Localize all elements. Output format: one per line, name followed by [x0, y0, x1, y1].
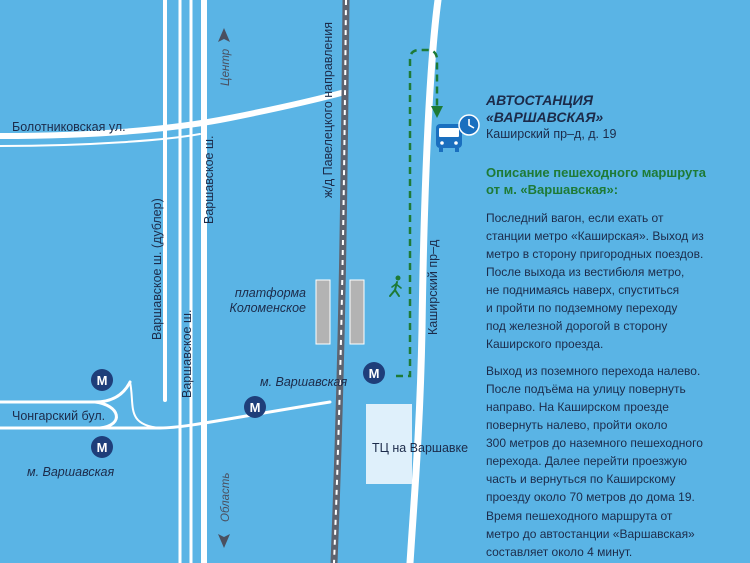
route-text-line: и пройти по подземному переходу: [486, 301, 677, 315]
route-text-line: Каширского проезда.: [486, 337, 603, 351]
label-varshavskoe-lower: Варшавское ш.: [180, 310, 194, 398]
route-text-line: под железной дорогой в сторону: [486, 319, 667, 333]
platform-kolomenskoe: [315, 279, 365, 345]
direction-region-label: Область: [220, 473, 232, 522]
bus-icon: [436, 124, 462, 152]
label-platform-line2: Коломенское: [229, 301, 306, 315]
route-text-line: метро до автостанции «Варшавская»: [486, 527, 695, 541]
roads: [0, 0, 442, 563]
route-text-line: Выход из поземного перехода налево.: [486, 364, 700, 378]
metro-icon: М: [91, 436, 113, 458]
label-varshavskoe-upper: Варшавское ш.: [202, 136, 216, 224]
arrow-down-icon: [218, 534, 230, 548]
arrow-down-icon: [431, 106, 443, 118]
route-heading-line2: от м. «Варшавская»:: [486, 182, 618, 197]
road-chongarsky-loop-2: [129, 381, 161, 429]
route-paragraph-3: Время пешеходного маршрута от метро до а…: [486, 509, 695, 559]
label-varshavskoe-dubler: Варшавское ш. (дублер): [150, 198, 164, 340]
road-chongarsky-2: [0, 400, 332, 430]
route-text-line: Последний вагон, если ехать от: [486, 211, 664, 225]
road-kashirsky: [406, 0, 442, 563]
label-mall: ТЦ на Варшавке: [372, 441, 468, 455]
route-text-line: 300 метров до наземного пешеходного: [486, 436, 703, 450]
metro-letter: М: [250, 400, 261, 415]
route-text-line: составляет около 4 минут.: [486, 545, 632, 559]
station-title-line2: «ВАРШАВСКАЯ»: [486, 109, 603, 125]
metro-icon: М: [91, 369, 113, 391]
metro-icon: М: [244, 396, 266, 418]
direction-center-label: Центр: [220, 48, 232, 86]
route-text-line: После подъёма на улицу повернуть: [486, 382, 686, 396]
route-text-line: направо. На Каширском проезде: [486, 400, 669, 414]
label-metro-left: м. Варшавская: [27, 465, 114, 479]
route-paragraph-2: Выход из поземного перехода налево. Посл…: [486, 364, 703, 504]
label-bolotnikovskaya: Болотниковская ул.: [12, 120, 126, 134]
route-text-line: После выхода из вестибюля метро,: [486, 265, 684, 279]
road-bolotnikovskaya-edge: [0, 133, 201, 147]
route-text-line: перехода. Далее перейти проезжую: [486, 454, 687, 468]
arrow-up-icon: [218, 28, 230, 42]
mall-tc-na-varshavke: [366, 404, 412, 484]
label-railway: ж/д Павелецкого направления: [321, 22, 335, 198]
road-bolotnikovskaya: [0, 89, 348, 139]
route-text-line: часть и вернуться по Каширскому: [486, 472, 675, 486]
label-metro-center: м. Варшавская: [260, 375, 347, 389]
clock-icon: [458, 114, 480, 136]
metro-letter: М: [97, 440, 108, 455]
label-platform-line1: платформа: [235, 286, 306, 300]
route-text-line: Время пешеходного маршрута от: [486, 509, 673, 523]
railway: [330, 0, 350, 563]
metro-letter: М: [97, 373, 108, 388]
route-paragraph-1: Последний вагон, если ехать от станции м…: [486, 211, 704, 351]
label-kashirsky: Каширский пр–д: [426, 239, 440, 335]
route-text-line: проезду около 70 метров до дома 19.: [486, 490, 695, 504]
route-heading-line1: Описание пешеходного маршрута: [486, 165, 707, 180]
route-text-line: метро в сторону пригородных поездов.: [486, 247, 703, 261]
route-text-line: не поднимаясь наверх, спуститься: [486, 283, 679, 297]
road-chongarsky-loop: [93, 400, 118, 430]
route-text-line: станции метро «Каширская». Выход из: [486, 229, 704, 243]
station-title-line1: АВТОСТАНЦИЯ: [485, 92, 594, 108]
station-address: Каширский пр–д, д. 19: [486, 127, 616, 141]
metro-letter: М: [369, 366, 380, 381]
route-text-line: повернуть налево, пройти около: [486, 418, 668, 432]
metro-icon: М: [363, 362, 385, 384]
pedestrian-icon: [389, 275, 402, 297]
label-chongarsky: Чонгарский бул.: [12, 409, 105, 423]
walking-route: [396, 48, 439, 378]
